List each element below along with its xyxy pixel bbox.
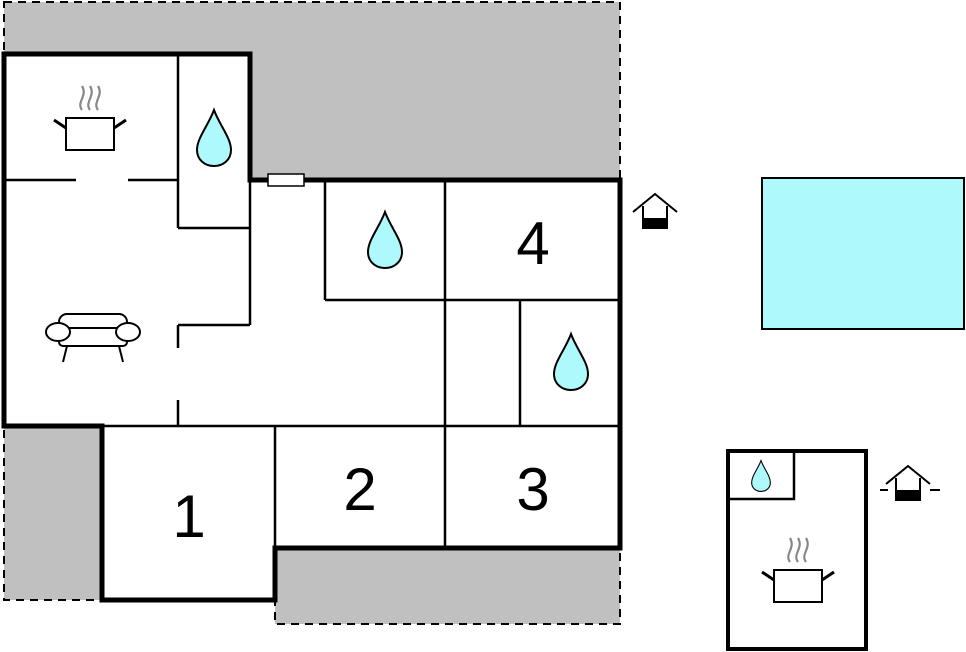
room-label-3: 3 <box>516 456 549 523</box>
terrace-bottom <box>274 547 621 625</box>
house-entrance-icon <box>885 465 931 501</box>
sofa-icon <box>45 313 141 363</box>
window <box>267 173 305 187</box>
terrace-left <box>3 425 103 601</box>
house-entrance-icon <box>632 193 678 229</box>
pool <box>761 177 965 330</box>
interior-walls <box>4 54 620 548</box>
room-label-4: 4 <box>516 210 549 277</box>
room-label-1: 1 <box>172 483 205 550</box>
room-label-2: 2 <box>343 456 376 523</box>
annex-building <box>726 449 868 651</box>
annex-interior-wall <box>728 451 796 501</box>
